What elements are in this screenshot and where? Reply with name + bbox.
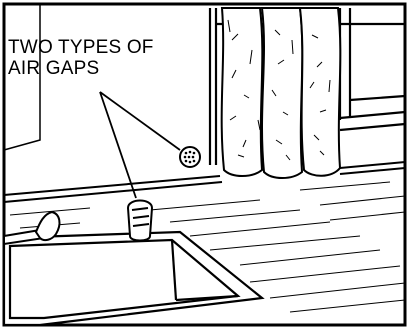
curtain-pattern [227,19,331,161]
faucet-handle-icon [3,210,61,246]
round-air-gap-icon [179,146,201,168]
countertop [3,161,406,203]
leader-lines [99,91,181,199]
caption-line-1: TWO TYPES OF [8,37,154,58]
curtain [220,7,342,179]
sink [2,230,265,327]
caption-line-2: AIR GAPS [8,58,100,79]
tall-air-gap-icon [126,199,154,242]
wall-corner-line [3,4,41,151]
countertop-grain [9,181,406,313]
